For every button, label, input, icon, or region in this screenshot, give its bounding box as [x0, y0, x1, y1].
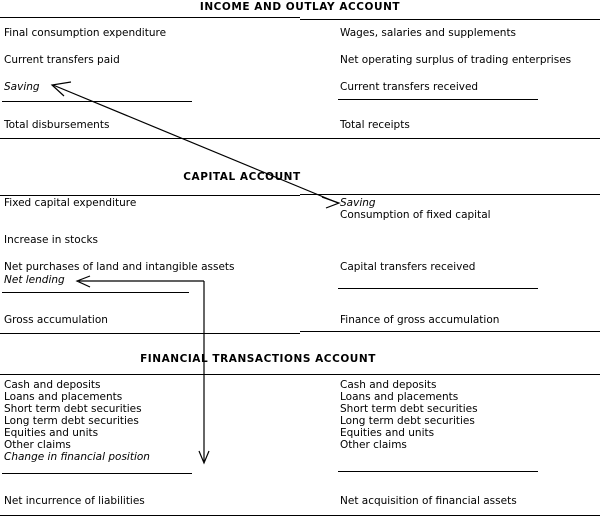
financial-right-item-0: Cash and deposits — [340, 379, 437, 391]
income-top-rule-left — [0, 17, 300, 18]
capital-right-total: Finance of gross accumulation — [340, 314, 500, 326]
financial-left-item-6-change-in-financial-position: Change in financial position — [4, 451, 150, 463]
financial-top-rule — [0, 374, 600, 375]
financial-left-item-4: Equities and units — [4, 427, 99, 439]
income-left-item-2-saving: Saving — [4, 81, 40, 93]
income-left-subtotal-rule — [2, 101, 192, 102]
income-right-total: Total receipts — [340, 119, 410, 131]
financial-left-total: Net incurrence of liabilities — [4, 495, 145, 507]
capital-left-item-3-net-lending: Net lending — [4, 274, 65, 286]
financial-right-item-2: Short term debt securities — [340, 403, 478, 415]
financial-right-item-3: Long term debt securities — [340, 415, 475, 427]
income-bottom-rule — [0, 138, 600, 139]
financial-left-item-3: Long term debt securities — [4, 415, 139, 427]
capital-left-item-1: Increase in stocks — [4, 234, 99, 246]
capital-right-item-1: Consumption of fixed capital — [340, 209, 491, 221]
capital-right-item-0-saving: Saving — [340, 197, 376, 209]
section-title-income-and-outlay: INCOME AND OUTLAY ACCOUNT — [199, 1, 401, 13]
section-title-financial-transactions: FINANCIAL TRANSACTIONS ACCOUNT — [140, 353, 376, 365]
capital-left-subtotal-rule — [2, 292, 189, 293]
financial-right-item-5: Other claims — [340, 439, 407, 451]
capital-right-subtotal-rule — [338, 288, 538, 289]
income-right-item-1: Net operating surplus of trading enterpr… — [340, 54, 572, 66]
capital-top-rule-left — [0, 195, 300, 196]
capital-left-item-2: Net purchases of land and intangible ass… — [4, 261, 235, 273]
financial-left-item-1: Loans and placements — [4, 391, 123, 403]
capital-left-item-0: Fixed capital expenditure — [4, 197, 137, 209]
capital-top-rule-right — [300, 194, 600, 195]
financial-left-subtotal-rule — [2, 473, 192, 474]
financial-left-item-0: Cash and deposits — [4, 379, 101, 391]
income-right-item-2: Current transfers received — [340, 81, 479, 93]
financial-right-total: Net acquisition of financial assets — [340, 495, 517, 507]
capital-left-total: Gross accumulation — [4, 314, 108, 326]
income-left-total: Total disbursements — [4, 119, 110, 131]
financial-right-item-4: Equities and units — [340, 427, 435, 439]
financial-left-item-5: Other claims — [4, 439, 71, 451]
income-left-item-1: Current transfers paid — [4, 54, 120, 66]
financial-left-item-2: Short term debt securities — [4, 403, 142, 415]
capital-right-item-2: Capital transfers received — [340, 261, 476, 273]
income-right-subtotal-rule — [338, 99, 538, 100]
capital-bottom-rule-left — [0, 333, 300, 334]
section-title-capital: CAPITAL ACCOUNT — [183, 171, 301, 183]
financial-right-item-1: Loans and placements — [340, 391, 459, 403]
capital-bottom-rule-right — [300, 331, 600, 332]
income-top-rule-right — [300, 19, 600, 20]
financial-right-subtotal-rule — [338, 471, 538, 472]
income-right-item-0: Wages, salaries and supplements — [340, 27, 517, 39]
income-left-item-0: Final consumption expenditure — [4, 27, 167, 39]
financial-bottom-rule — [0, 515, 600, 516]
